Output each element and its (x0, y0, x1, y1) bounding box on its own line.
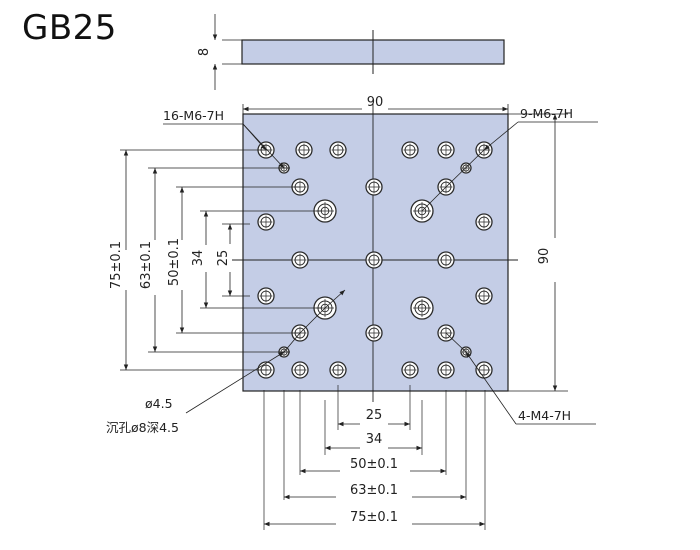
hole-centermark (331, 143, 345, 157)
v34-value: 34 (191, 250, 206, 267)
width-dimension: 90 (242, 95, 509, 114)
hole-centermark (439, 253, 453, 267)
callout-hole-dia: ø4.5 (145, 396, 173, 411)
hole-centermark (367, 326, 381, 340)
plate-top-view (232, 104, 518, 402)
h50-value: 50±0.1 (350, 457, 398, 472)
callout-counterbore: 沉孔ø8深4.5 (106, 420, 179, 435)
callout-9-m6: 9-M6-7H (520, 106, 573, 121)
v63-value: 63±0.1 (139, 241, 154, 289)
bottom-dimensions: 25 34 50±0.1 63±0.1 75±0.1 (263, 385, 486, 530)
hole-centermark (297, 143, 311, 157)
callout-4-m4: 4-M4-7H (518, 408, 571, 423)
h25-value: 25 (366, 408, 383, 423)
callouts: 16-M6-7H 9-M6-7H 4-M4-7H ø4.5 沉孔ø8深4.5 (106, 106, 598, 435)
hole-centermark (331, 363, 345, 377)
hole-centermark (477, 363, 491, 377)
h75-value: 75±0.1 (350, 510, 398, 525)
thickness-dim: 8 (197, 48, 212, 56)
width-value: 90 (367, 95, 384, 110)
product-title: GB25 (22, 8, 117, 48)
callout-16-m6: 16-M6-7H (163, 108, 224, 123)
h34-value: 34 (366, 432, 383, 447)
hole-centermark (293, 253, 307, 267)
v75-value: 75±0.1 (109, 241, 124, 289)
v25-value: 25 (216, 250, 231, 267)
hole-centermark (259, 289, 273, 303)
hole-centermark (439, 363, 453, 377)
hole-centermark (367, 180, 381, 194)
hole-centermark (477, 215, 491, 229)
height-value: 90 (537, 248, 552, 265)
left-dimensions: 75±0.1 63±0.1 50±0.1 34 25 (109, 149, 322, 371)
hole-centermark (439, 143, 453, 157)
hole-centermark (367, 253, 381, 267)
hole-centermark (403, 143, 417, 157)
hole-centermark (413, 299, 431, 317)
hole-centermark (259, 215, 273, 229)
h63-value: 63±0.1 (350, 483, 398, 498)
hole-centermark (293, 363, 307, 377)
height-dimension: 90 (508, 113, 568, 392)
hole-centermark (403, 363, 417, 377)
v50-value: 50±0.1 (167, 238, 182, 286)
side-view: 8 (197, 14, 505, 90)
hole-centermark (477, 289, 491, 303)
